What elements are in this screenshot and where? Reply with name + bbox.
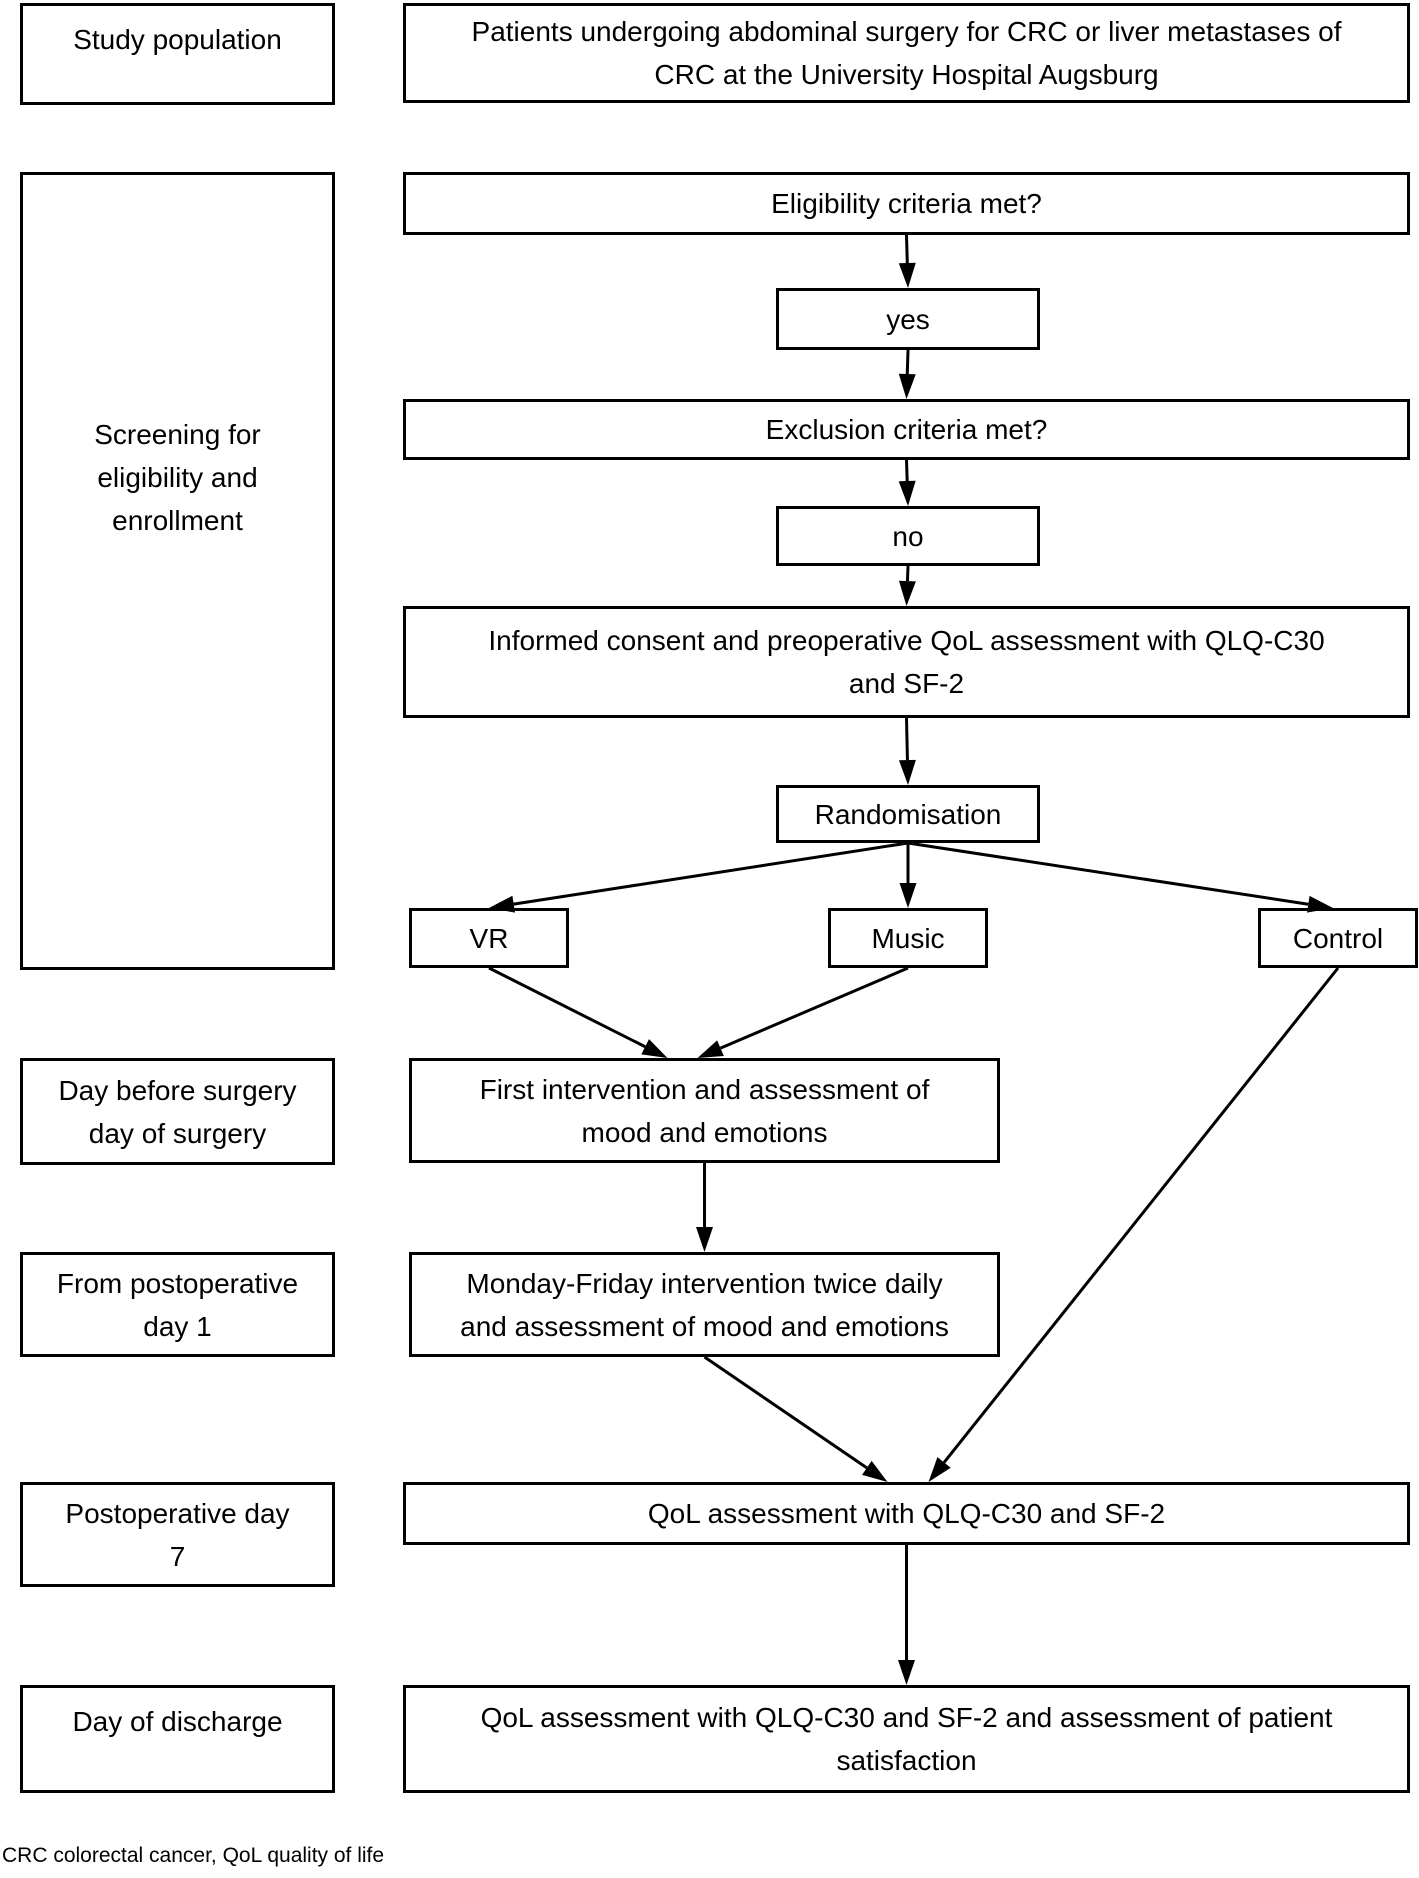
stage-label-day-of-discharge: Day of discharge (20, 1685, 335, 1793)
box-line: Exclusion criteria met? (765, 414, 1048, 445)
flow-arrowhead (696, 1227, 713, 1252)
flow-box-eligibility-criteria: Eligibility criteria met? (403, 172, 1410, 235)
box-line: From postoperative (56, 1267, 299, 1299)
flow-box-exclusion-criteria: Exclusion criteria met? (403, 399, 1410, 460)
box-line: Eligibility criteria met? (771, 188, 1042, 219)
box-line: Day before surgery (58, 1074, 297, 1106)
box-line: QoL assessment with QLQ-C30 and SF-2 and… (480, 1702, 1333, 1733)
box-line: VR (469, 922, 509, 954)
flow-box-no: no (776, 506, 1040, 566)
flow-arrow (719, 966, 909, 1050)
box-line: Day of discharge (72, 1706, 283, 1737)
box-line: and SF-2 (848, 668, 965, 699)
flow-arrowhead (898, 1660, 915, 1685)
box-line: mood and emotions (581, 1116, 828, 1148)
flow-box-study-population-description: Patients undergoing abdominal surgery fo… (403, 3, 1410, 103)
flow-box-music-arm: Music (828, 908, 988, 968)
flow-arrowhead (641, 1039, 668, 1058)
box-line: no (892, 520, 924, 552)
flow-box-qol-assessment-discharge: QoL assessment with QLQ-C30 and SF-2 and… (403, 1685, 1410, 1793)
flow-arrowhead (862, 1460, 888, 1482)
flow-arrow (905, 459, 909, 482)
flow-arrow (488, 966, 646, 1049)
stage-label-from-postoperative-day-1: From postoperative day 1 (20, 1252, 335, 1357)
stage-label-day-before-surgery: Day before surgery day of surgery (20, 1058, 335, 1165)
flow-arrow (942, 967, 1340, 1464)
box-line: Study population (73, 24, 282, 55)
flow-arrow (905, 717, 909, 761)
box-line: yes (886, 303, 930, 335)
flow-box-vr-arm: VR (409, 908, 569, 968)
flow-arrow (905, 234, 909, 264)
flow-arrow (907, 841, 1309, 906)
flow-arrowhead (928, 1457, 951, 1482)
box-line: Postoperative day (65, 1497, 290, 1529)
box-line: CRC at the University Hospital Augsburg (654, 59, 1159, 90)
box-line: Screening for (94, 419, 261, 450)
stage-label-screening: Screening for eligibility and enrollment (20, 172, 335, 970)
stage-label-study-population: Study population (20, 3, 335, 105)
flow-box-control-arm: Control (1258, 908, 1418, 968)
flow-arrow (703, 1355, 868, 1470)
box-line: day of surgery (88, 1117, 267, 1149)
flow-box-qol-assessment-day7: QoL assessment with QLQ-C30 and SF-2 (403, 1482, 1410, 1545)
box-line: Monday-Friday intervention twice daily (466, 1267, 943, 1299)
box-line: 7 (169, 1540, 186, 1572)
flow-arrowhead (898, 759, 916, 785)
box-line: satisfaction (836, 1745, 977, 1776)
flow-arrowhead (898, 373, 916, 399)
flow-arrowhead (898, 580, 916, 606)
box-line: QoL assessment with QLQ-C30 and SF-2 (647, 1498, 1166, 1529)
box-line: eligibility and (97, 462, 258, 493)
box-line: Music (871, 922, 945, 954)
flow-arrowhead (697, 1040, 724, 1058)
flow-arrow (905, 349, 910, 375)
box-line: day 1 (143, 1310, 212, 1342)
flow-box-yes: yes (776, 288, 1040, 350)
flow-arrow (905, 565, 910, 582)
flow-arrowhead (898, 480, 916, 506)
flow-arrowhead (899, 883, 917, 908)
flow-box-randomisation: Randomisation (776, 785, 1040, 843)
flow-box-informed-consent: Informed consent and preoperative QoL as… (403, 606, 1410, 718)
flow-box-monday-friday-intervention: Monday-Friday intervention twice daily a… (409, 1252, 1000, 1357)
box-line: First intervention and assessment of (479, 1073, 930, 1105)
box-line: enrollment (112, 505, 243, 536)
stage-label-postoperative-day-7: Postoperative day 7 (20, 1482, 335, 1587)
box-line: Control (1292, 922, 1384, 954)
box-line: Patients undergoing abdominal surgery fo… (471, 16, 1342, 47)
box-line: Randomisation (814, 798, 1002, 830)
flow-arrow (513, 841, 909, 906)
abbreviations-footnote: CRC colorectal cancer, QoL quality of li… (2, 1844, 385, 1867)
flow-box-first-intervention: First intervention and assessment of moo… (409, 1058, 1000, 1163)
box-line: and assessment of mood and emotions (460, 1310, 949, 1342)
flow-arrowhead (898, 262, 916, 288)
box-line: Informed consent and preoperative QoL as… (488, 625, 1325, 656)
